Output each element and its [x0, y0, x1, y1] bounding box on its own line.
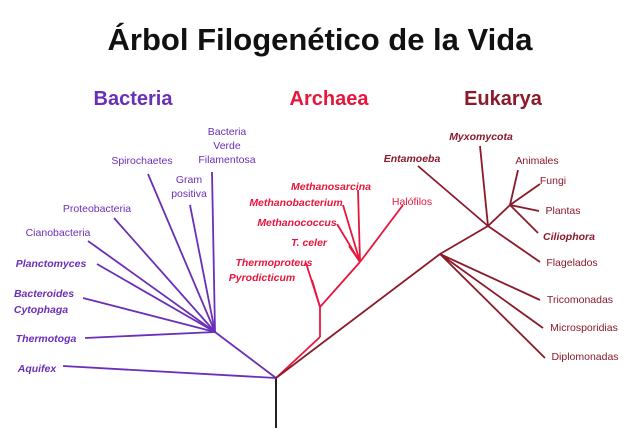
- branch-thermotoga: [84, 331, 216, 339]
- domain-label-bacteria: Bacteria: [94, 88, 174, 110]
- branch-methanosarcina: [357, 189, 361, 263]
- branch-fungi: [509, 183, 541, 206]
- label-aquifex: Aquifex: [17, 363, 58, 375]
- branch-methanococcus: [336, 223, 361, 263]
- label-plantas: Plantas: [545, 205, 580, 217]
- eukarya-labels: Myxomycota Entamoeba Animales Fungi Plan…: [384, 131, 619, 363]
- branch-tricomonadas: [439, 253, 541, 301]
- label-methanococcus: Methanococcus: [257, 217, 337, 229]
- branch-diplomonadas: [439, 253, 546, 359]
- label-tricomonadas: Tricomonadas: [547, 294, 613, 306]
- label-cytophaga: Cytophaga: [14, 304, 68, 316]
- label-tceler: T. celer: [291, 237, 328, 249]
- branch-cianobacteria: [87, 240, 216, 333]
- label-methanosarcina: Methanosarcina: [291, 181, 371, 193]
- label-gram-line2: positiva: [171, 188, 207, 200]
- eukarya-branches: [275, 145, 546, 379]
- domain-label-eukarya: Eukarya: [464, 88, 543, 110]
- label-ciliophora: Ciliophora: [543, 231, 595, 243]
- label-bacteria-verde-line2: Verde: [213, 140, 241, 152]
- label-microsporidias: Microsporidias: [550, 322, 618, 334]
- branch-aquifex: [62, 365, 277, 379]
- label-bacteria-verde-line3: Filamentosa: [198, 154, 255, 166]
- label-entamoeba: Entamoeba: [384, 153, 441, 165]
- label-bacteroides: Bacteroides: [14, 288, 74, 300]
- label-bacteria-verde-line1: Bacteria: [208, 126, 247, 138]
- archaea-labels: Methanosarcina Methanobacterium Methanoc…: [229, 181, 432, 284]
- branch-thermoproteus: [305, 262, 321, 308]
- label-cianobacteria: Cianobacteria: [26, 227, 91, 239]
- label-flagelados: Flagelados: [546, 257, 597, 269]
- eukarya-stem: [275, 253, 441, 379]
- archaea-branches: [275, 189, 404, 379]
- branch-flagelados: [487, 225, 541, 263]
- label-thermoproteus: Thermoproteus: [235, 257, 312, 269]
- label-planctomyces: Planctomyces: [16, 258, 87, 270]
- branch-bacteria-verde: [211, 171, 216, 333]
- branch-microsporidias: [439, 253, 544, 329]
- bacteria-branches: [62, 171, 277, 379]
- branch-gram-positiva: [189, 204, 216, 333]
- branch-entamoeba: [417, 165, 489, 227]
- eukarya-crown-stem: [487, 204, 511, 227]
- label-thermotoga: Thermotoga: [16, 333, 77, 345]
- branch-proteobacteria: [113, 217, 216, 333]
- branch-methanobacterium: [342, 204, 361, 263]
- label-pyrodicticum: Pyrodicticum: [229, 272, 296, 284]
- branch-bacteroides: [82, 297, 216, 333]
- label-fungi: Fungi: [540, 175, 566, 187]
- bacteria-stem: [214, 331, 277, 379]
- label-methanobacterium: Methanobacterium: [249, 197, 342, 209]
- label-spirochaetes: Spirochaetes: [111, 155, 172, 167]
- branch-myxomycota: [479, 145, 489, 227]
- branch-plantas: [509, 204, 540, 212]
- branch-animales: [509, 169, 519, 206]
- domain-label-archaea: Archaea: [290, 88, 370, 110]
- label-proteobacteria: Proteobacteria: [63, 203, 131, 215]
- label-gram-line1: Gram: [176, 174, 203, 186]
- archaea-inner-stem: [319, 261, 361, 308]
- branch-ciliophora: [509, 204, 539, 234]
- bacteria-labels: Bacteria Verde Filamentosa Spirochaetes …: [14, 126, 256, 375]
- label-halofilos: Halófilos: [392, 196, 432, 208]
- branch-spirochaetes: [147, 173, 216, 333]
- page-title: Árbol Filogenético de la Vida: [108, 22, 534, 57]
- branch-halofilos: [359, 204, 404, 263]
- eukarya-inner-stem: [439, 225, 489, 255]
- label-diplomonadas: Diplomonadas: [551, 351, 618, 363]
- branch-planctomyces: [96, 263, 216, 333]
- archaea-stem: [275, 336, 321, 379]
- label-animales: Animales: [515, 155, 558, 167]
- label-myxomycota: Myxomycota: [449, 131, 513, 143]
